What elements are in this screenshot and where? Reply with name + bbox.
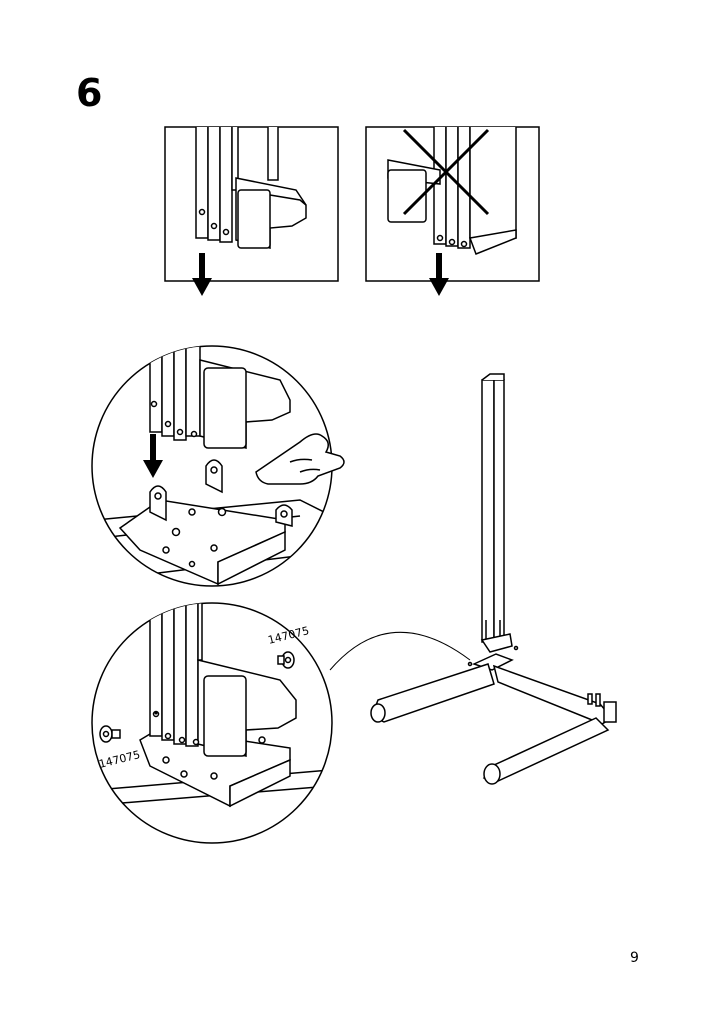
arrow-down-icon: [429, 253, 449, 296]
detail-circle-insert: [91, 345, 345, 587]
screw-icon: [99, 725, 121, 743]
assembled-frame: [370, 373, 617, 785]
callout-line: [329, 631, 471, 671]
page-number: 9: [630, 950, 639, 966]
incorrect-orientation-panel: [365, 126, 540, 296]
screw-icon: [277, 651, 295, 669]
step-number: 6: [76, 71, 103, 115]
arrow-down-icon: [143, 434, 163, 478]
hand-pointing-icon: [255, 433, 345, 485]
detail-circle-screws: [91, 602, 333, 844]
correct-orientation-panel: [164, 126, 339, 296]
arrow-down-icon: [192, 253, 212, 296]
cross-icon: [402, 128, 490, 216]
